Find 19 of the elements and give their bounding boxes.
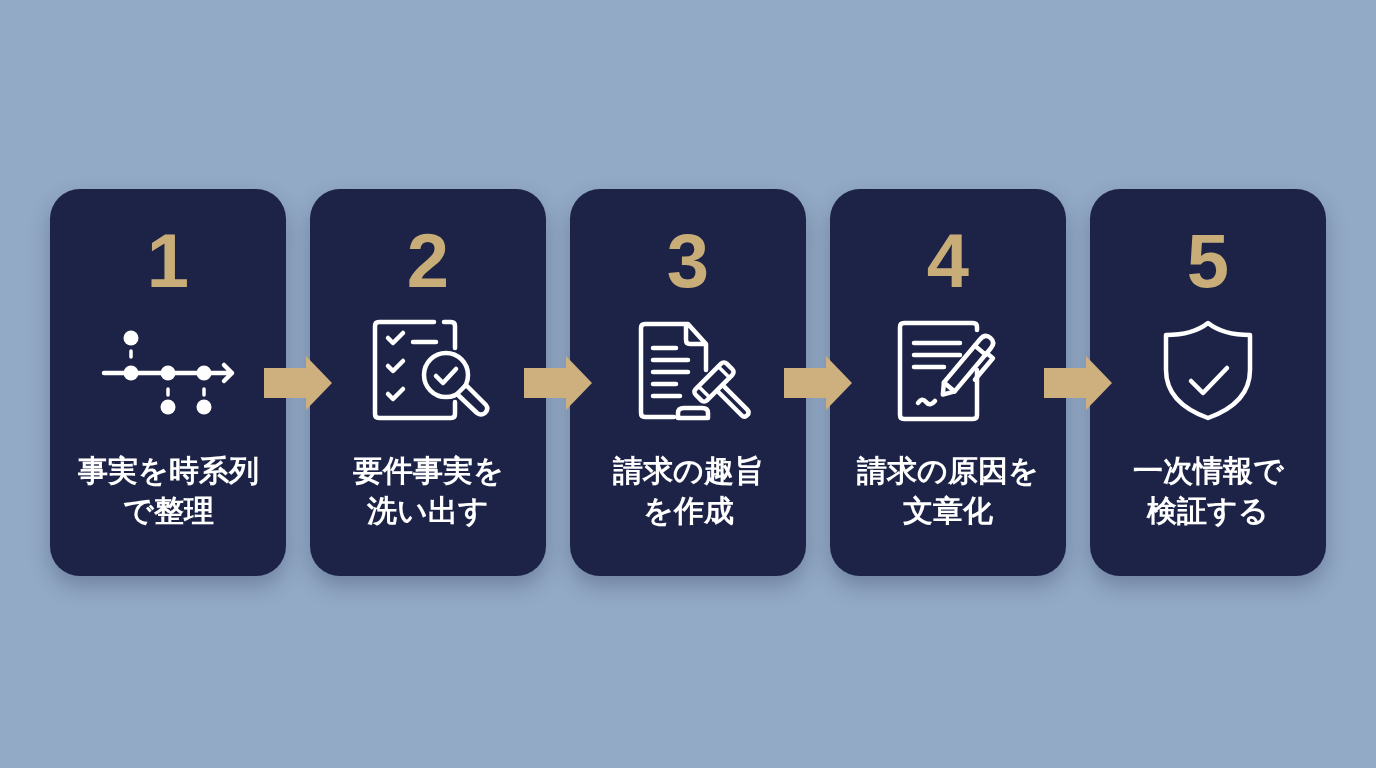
step-card	[1090, 189, 1326, 576]
arrow	[1044, 356, 1112, 410]
step-number: 4	[926, 221, 970, 301]
step-label: 請求の趣旨を作成	[611, 453, 765, 529]
step-label: 請求の原因を文章化	[856, 453, 1040, 529]
step-card	[570, 189, 806, 576]
step-number: 3	[666, 221, 710, 301]
step-card	[310, 189, 546, 576]
arrow	[264, 356, 332, 410]
step-label: 事実を時系列で整理	[76, 453, 260, 529]
step-number: 1	[146, 221, 190, 301]
step-card	[50, 189, 286, 576]
step-card	[830, 189, 1066, 576]
step-number: 2	[406, 221, 450, 301]
arrow	[784, 356, 852, 410]
step-number: 5	[1186, 221, 1230, 301]
step-label: 要件事実を洗い出す	[351, 453, 505, 529]
step-label: 一次情報で検証する	[1131, 453, 1285, 529]
arrow	[524, 356, 592, 410]
